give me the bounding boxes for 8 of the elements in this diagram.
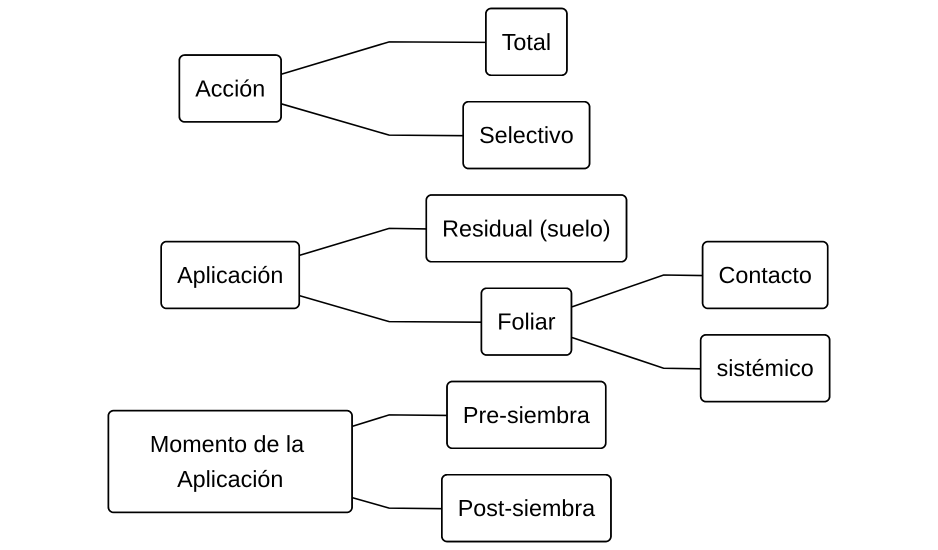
connector [281, 41, 486, 75]
connector [572, 274, 704, 308]
connector [352, 414, 448, 428]
connector [300, 228, 427, 256]
connector [352, 497, 442, 510]
connector [300, 295, 482, 323]
connector [572, 336, 702, 370]
connector [281, 103, 464, 136]
